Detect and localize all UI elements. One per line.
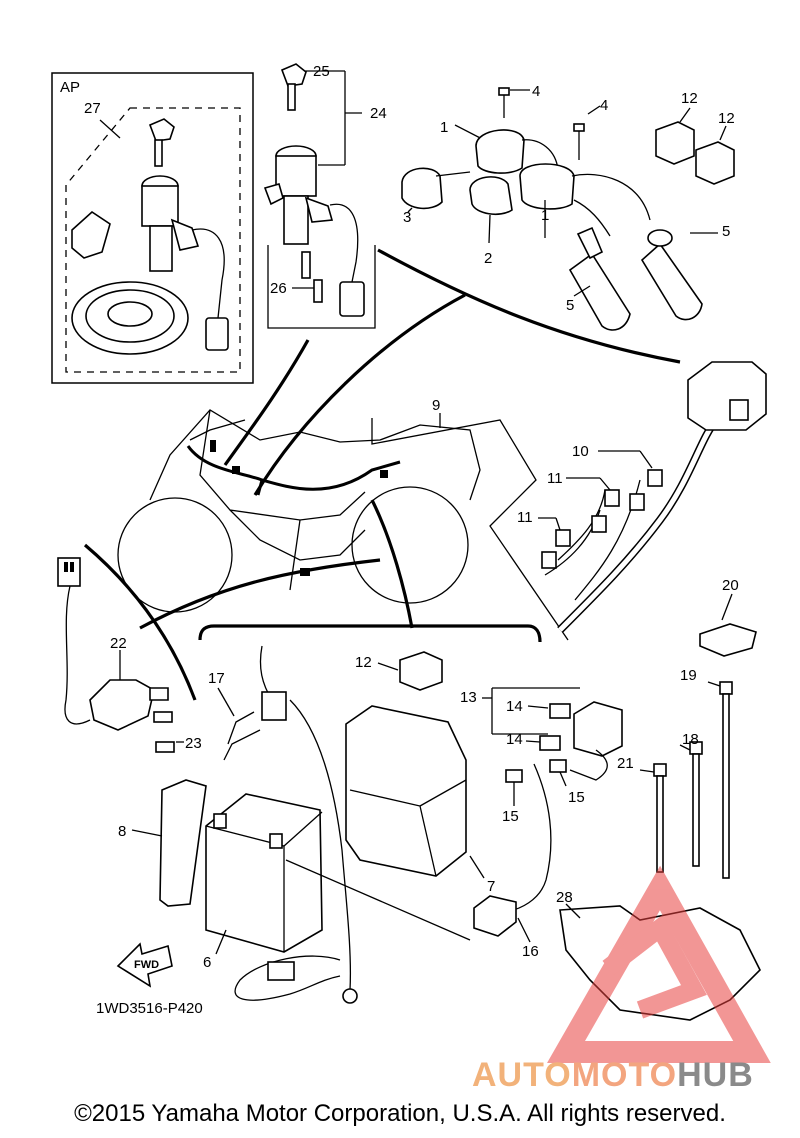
callout-24: 24: [370, 105, 387, 122]
holder-icon: [699, 623, 757, 657]
callout-6: 6: [203, 954, 211, 971]
callout-11: 11: [517, 509, 533, 526]
spark-plug-cap-icon: [568, 226, 631, 331]
main-switch-icon: [263, 145, 365, 317]
fuel-cap-icon: [71, 281, 189, 355]
starter-relay-group: [473, 687, 623, 943]
callout-25: 25: [313, 63, 330, 80]
wire-harness-group: [371, 361, 767, 641]
battery-group: FWD 1WD3516-P420: [96, 645, 485, 1017]
callout-23: 23: [185, 735, 202, 752]
bolt-icon: [498, 87, 510, 118]
starter-relay-icon: [539, 701, 623, 757]
cable-tie-icon: [719, 681, 733, 879]
callout-26: 26: [270, 280, 287, 297]
callout-5: 5: [566, 297, 574, 314]
leader-curves: [83, 248, 681, 701]
ignition-coil-group: [401, 87, 735, 331]
callout-19: 19: [680, 667, 697, 684]
bolt-icon: [549, 759, 567, 773]
callout-labels: 1 1 2 3 4 4 5 5 6 7 8 9 10 11 11 12 12 1…: [84, 63, 739, 971]
callout-4: 4: [600, 97, 608, 114]
callout-12: 12: [681, 90, 698, 107]
ignition-coil-icon: [519, 163, 651, 237]
fwd-label: FWD: [134, 959, 159, 971]
callout-27: 27: [84, 100, 101, 117]
fwd-arrow-icon: FWD: [116, 942, 173, 988]
callout-13: 13: [460, 689, 477, 706]
cap-icon: [401, 167, 471, 210]
cable-tie-icon: [653, 763, 667, 873]
callout-22: 22: [110, 635, 127, 652]
connector-icon: [555, 529, 571, 547]
spark-plug-cap-icon: [640, 229, 703, 321]
sensor-icon: [89, 679, 169, 731]
connector-icon: [591, 515, 607, 533]
watermark-logo: [547, 865, 771, 1063]
cap-icon: [469, 176, 513, 216]
callout-14: 14: [506, 731, 523, 748]
watermark-part-3: HUB: [677, 1056, 754, 1094]
diagram-code: 1WD3516-P420: [96, 1000, 203, 1017]
ignition-coil-icon: [475, 129, 559, 174]
copyright-notice: ©2015 Yamaha Motor Corporation, U.S.A. A…: [74, 1100, 726, 1127]
connector-icon: [541, 551, 557, 569]
callout-2: 2: [484, 250, 492, 267]
callout-15: 15: [568, 789, 585, 806]
ignition-switch-icon: [141, 175, 229, 351]
callout-1: 1: [541, 207, 549, 224]
callout-10: 10: [572, 443, 589, 460]
callout-17: 17: [208, 670, 225, 687]
key-icon: [148, 118, 175, 167]
watermark-text: AUTOMOTOHUB: [472, 1056, 754, 1095]
main-switch-group: [263, 63, 376, 329]
callout-12: 12: [355, 654, 372, 671]
callout-1: 1: [440, 119, 448, 136]
callout-3: 3: [403, 209, 411, 226]
callout-18: 18: [682, 731, 699, 748]
ap-label: AP: [60, 79, 80, 96]
callout-11: 11: [547, 470, 563, 487]
callout-5: 5: [722, 223, 730, 240]
callout-14: 14: [506, 698, 523, 715]
callout-12: 12: [718, 110, 735, 127]
connector-icon: [57, 557, 81, 587]
callout-20: 20: [722, 577, 739, 594]
cable-bands: [559, 593, 761, 1021]
callout-4: 4: [532, 83, 540, 100]
screw-icon: [301, 251, 323, 303]
watermark-part-1: AUTO: [472, 1056, 572, 1094]
battery-cover-icon: [345, 705, 467, 877]
relay-icon: [655, 107, 695, 165]
callout-9: 9: [432, 397, 440, 414]
callout-16: 16: [522, 943, 539, 960]
battery-band-icon: [159, 779, 207, 907]
battery-icon: [205, 793, 323, 953]
bolt-icon: [573, 123, 585, 160]
motorcycle-outline: [117, 409, 481, 613]
callout-8: 8: [118, 823, 126, 840]
connector-icon: [629, 493, 645, 511]
callout-15: 15: [502, 808, 519, 825]
connector-icon: [604, 489, 620, 507]
callout-7: 7: [487, 878, 495, 895]
terminal-cover-icon: [473, 895, 517, 937]
watermark-part-2: MOTO: [571, 1056, 678, 1094]
relay-icon: [695, 125, 735, 185]
fuse-box-icon: [687, 361, 767, 431]
callout-28: 28: [556, 889, 573, 906]
bolt-icon: [505, 769, 523, 783]
callout-21: 21: [617, 755, 634, 772]
cable-tie-icon: [689, 741, 703, 867]
seat-lock-icon: [71, 210, 111, 259]
screw-icon: [153, 711, 175, 753]
sensor-group: [57, 557, 184, 753]
terminal-icon: [342, 988, 358, 1004]
key-icon: [280, 63, 307, 111]
connector-icon: [647, 469, 663, 487]
ap-kit-box: AP: [51, 72, 254, 384]
relay-icon: [399, 651, 443, 691]
